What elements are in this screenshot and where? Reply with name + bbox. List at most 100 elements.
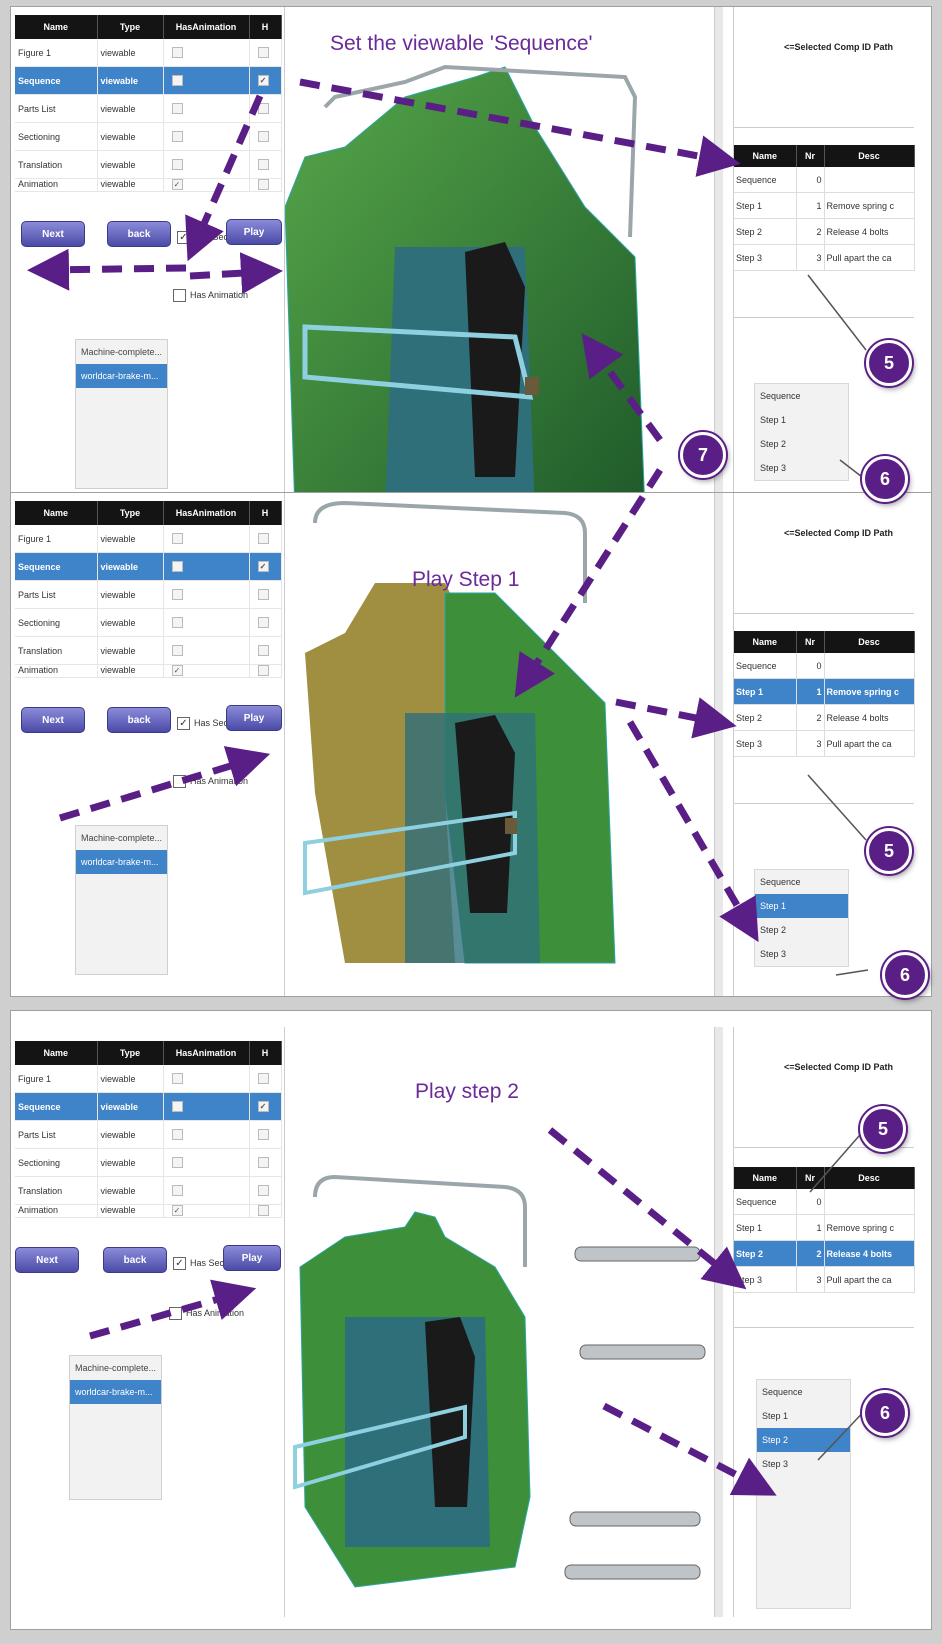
has-sequence-toggle[interactable]: ✓Has Sec: [177, 717, 228, 730]
has-sequence-checkbox[interactable]: ✓: [257, 1101, 269, 1113]
has-sequence-checkbox[interactable]: [257, 645, 269, 657]
has-sequence-checkbox[interactable]: [257, 1185, 269, 1197]
list-item[interactable]: Sequence: [760, 877, 801, 887]
col-header-desc[interactable]: Desc: [824, 1167, 915, 1189]
has-animation-checkbox[interactable]: ✓: [171, 1205, 183, 1217]
list-item[interactable]: worldcar-brake-m...: [70, 1380, 161, 1404]
has-sequence-checkbox[interactable]: ✓: [257, 75, 269, 87]
has-animation-checkbox[interactable]: ✓: [171, 179, 183, 191]
has-sequence-checkbox[interactable]: [257, 533, 269, 545]
3d-viewer[interactable]: [284, 7, 715, 510]
has-animation-checkbox[interactable]: [171, 103, 183, 115]
has-sequence-checkbox[interactable]: ✓: [257, 561, 269, 573]
col-header-name[interactable]: Name: [734, 1167, 797, 1189]
list-item[interactable]: Step 1: [762, 1411, 789, 1421]
steps-list[interactable]: Sequence Step 1 Step 2 Step 3: [754, 383, 849, 481]
has-sequence-checkbox[interactable]: [257, 1205, 269, 1217]
list-item[interactable]: Step 2: [760, 439, 787, 449]
list-item[interactable]: worldcar-brake-m...: [76, 850, 167, 874]
list-item[interactable]: Step 2: [757, 1428, 850, 1452]
col-header-hasanimation[interactable]: HasAnimation: [163, 15, 250, 39]
has-animation-checkbox[interactable]: [171, 1185, 183, 1197]
list-item[interactable]: Machine-complete...: [75, 1363, 157, 1373]
col-header-name[interactable]: Name: [15, 1041, 98, 1065]
list-item[interactable]: Step 2: [760, 925, 787, 935]
has-sequence-checkbox[interactable]: [257, 47, 269, 59]
has-animation-checkbox[interactable]: [171, 561, 183, 573]
has-animation-checkbox[interactable]: [171, 1157, 183, 1169]
has-animation-checkbox[interactable]: [171, 1101, 183, 1113]
has-animation-checkbox[interactable]: [171, 159, 183, 171]
col-header-name[interactable]: Name: [15, 15, 98, 39]
has-sequence-checkbox[interactable]: [257, 159, 269, 171]
has-sequence-toggle[interactable]: ✓Has Sec: [173, 1257, 224, 1270]
col-header-name[interactable]: Name: [734, 145, 797, 167]
back-button[interactable]: back: [107, 221, 171, 247]
col-header-nr[interactable]: Nr: [796, 631, 825, 653]
list-item[interactable]: Machine-complete...: [81, 833, 163, 843]
has-sequence-checkbox[interactable]: [257, 589, 269, 601]
has-sequence-checkbox[interactable]: [257, 617, 269, 629]
next-button[interactable]: Next: [21, 707, 85, 733]
has-animation-checkbox[interactable]: [171, 1129, 183, 1141]
list-item[interactable]: Machine-complete...: [81, 347, 163, 357]
col-header-desc[interactable]: Desc: [824, 145, 915, 167]
has-animation-checkbox[interactable]: ✓: [171, 665, 183, 677]
viewer-scrollbar[interactable]: [714, 1027, 723, 1617]
play-button[interactable]: Play: [223, 1245, 281, 1271]
has-sequence-checkbox[interactable]: [257, 131, 269, 143]
play-button[interactable]: Play: [226, 219, 282, 245]
has-animation-toggle[interactable]: Has Animation: [173, 289, 248, 302]
has-animation-checkbox[interactable]: [171, 131, 183, 143]
viewer-scrollbar[interactable]: [714, 7, 723, 510]
has-animation-checkbox[interactable]: [171, 533, 183, 545]
has-animation-checkbox[interactable]: [171, 617, 183, 629]
has-sequence-checkbox[interactable]: [257, 1129, 269, 1141]
col-header-type[interactable]: Type: [97, 1041, 164, 1065]
col-header-h[interactable]: H: [249, 1041, 282, 1065]
3d-viewer[interactable]: [284, 1027, 715, 1617]
models-list[interactable]: Machine-complete... worldcar-brake-m...: [69, 1355, 162, 1500]
has-animation-checkbox[interactable]: [171, 645, 183, 657]
has-sequence-checkbox[interactable]: [257, 179, 269, 191]
has-animation-checkbox[interactable]: [171, 75, 183, 87]
col-header-hasanimation[interactable]: HasAnimation: [163, 1041, 250, 1065]
col-header-nr[interactable]: Nr: [796, 145, 825, 167]
next-button[interactable]: Next: [15, 1247, 79, 1273]
steps-list[interactable]: Sequence Step 1 Step 2 Step 3: [754, 869, 849, 967]
list-item[interactable]: Step 3: [760, 949, 787, 959]
col-header-type[interactable]: Type: [97, 15, 164, 39]
list-item[interactable]: Sequence: [760, 391, 801, 401]
has-sequence-checkbox[interactable]: [257, 1073, 269, 1085]
next-button[interactable]: Next: [21, 221, 85, 247]
3d-viewer[interactable]: [284, 493, 715, 996]
has-sequence-checkbox[interactable]: [257, 665, 269, 677]
has-animation-checkbox[interactable]: [171, 589, 183, 601]
list-item[interactable]: Step 1: [760, 415, 787, 425]
col-header-h[interactable]: H: [249, 15, 282, 39]
col-header-desc[interactable]: Desc: [824, 631, 915, 653]
